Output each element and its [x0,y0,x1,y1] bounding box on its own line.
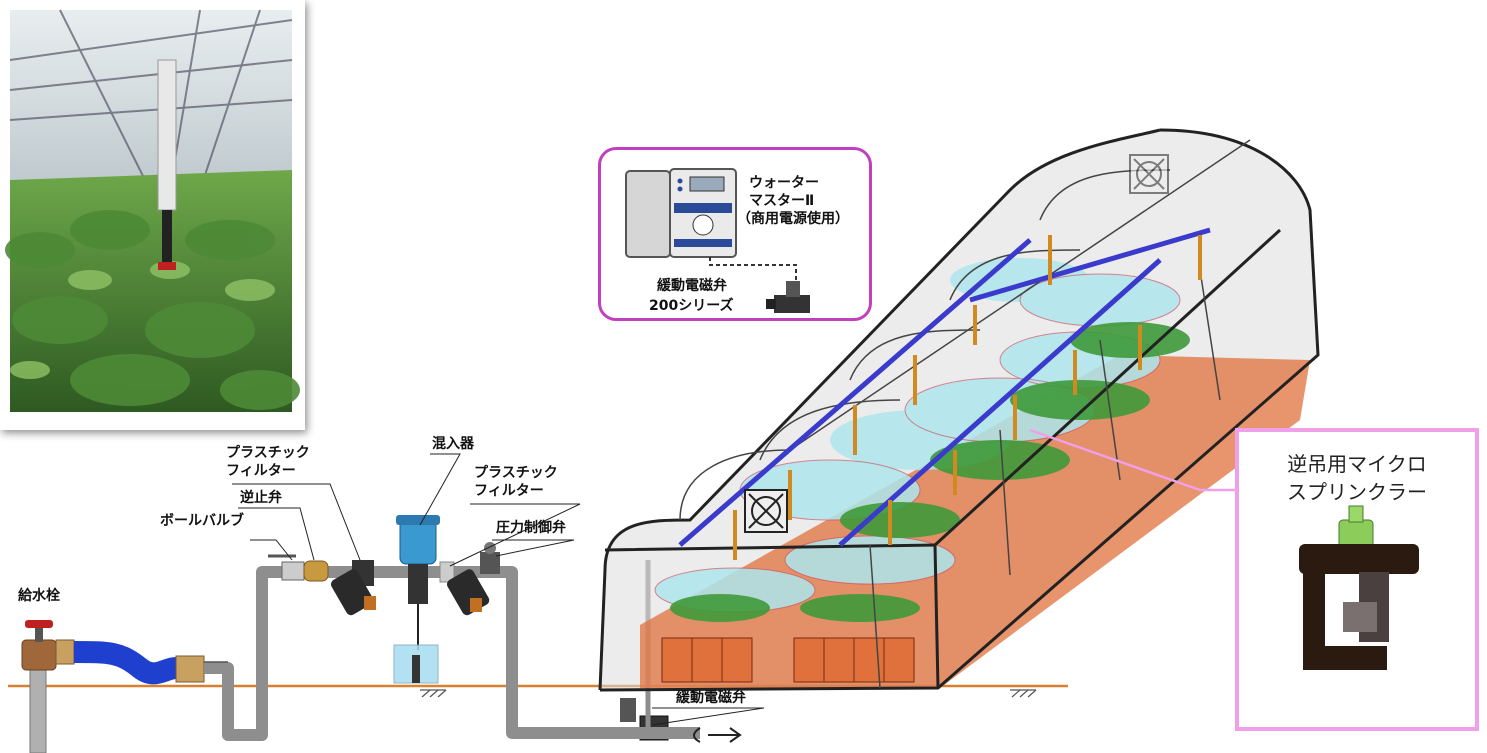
supply-pipe [204,566,610,741]
solenoid-series-line2: 200シリーズ [649,298,734,314]
sprinkler-panel: 逆吊用マイクロ スプリンクラー [1235,428,1479,731]
greenhouse-tunnel [598,128,1320,692]
micro-sprinkler-icon [1299,505,1419,670]
leader-lines [232,453,765,726]
label-ball-valve: ボールバルブ [160,513,244,529]
sprinkler-drops [733,235,1202,560]
label-filter1-line1: プラスチック [226,445,310,461]
fan-icon [1129,154,1169,194]
ball-valve [268,554,305,581]
label-pressure-valve: 圧力制御弁 [496,520,566,536]
label-mixer: 混入器 [432,436,474,452]
label-hydrant: 給水栓 [18,588,60,604]
plastic-filter-2 [439,561,490,616]
label-filter2-line1: プラスチック [474,465,558,481]
check-valve [303,560,329,582]
sprinkler-leader [1029,428,1237,492]
hose-coupling [175,655,205,683]
ground-hatch-marks [420,689,1037,698]
label-check-valve: 逆止弁 [240,490,282,506]
sprinkler-lines [678,227,1211,547]
label-filter2-line2: フィルター [474,483,544,499]
controller-name-line1: ウォーター [749,175,819,191]
label-solenoid-valve: 緩動電磁弁 [676,690,746,706]
plastic-filter-1 [330,560,376,616]
fan-icon [744,489,788,533]
controller-power-note: （商用電源使用） [737,211,849,227]
sprinkler-title-line2: スプリンクラー [1287,480,1427,504]
sprinkler-title: 逆吊用マイクロ スプリンクラー [1239,450,1475,506]
mixer-unit [393,515,440,684]
water-hydrant [21,620,75,753]
greenhouse-photo [0,0,305,430]
controller-name-line2: マスターⅡ [749,193,815,209]
label-filter1-line2: フィルター [226,463,296,479]
solenoid-series-line1: 緩動電磁弁 [657,278,727,294]
controller-device-icon [625,168,737,258]
solenoid-valve-icon [766,281,810,313]
sprinkler-title-line1: 逆吊用マイクロ [1287,452,1427,476]
controller-panel: ウォーター マスターⅡ （商用電源使用） 緩動電磁弁 200シリーズ [598,147,872,321]
